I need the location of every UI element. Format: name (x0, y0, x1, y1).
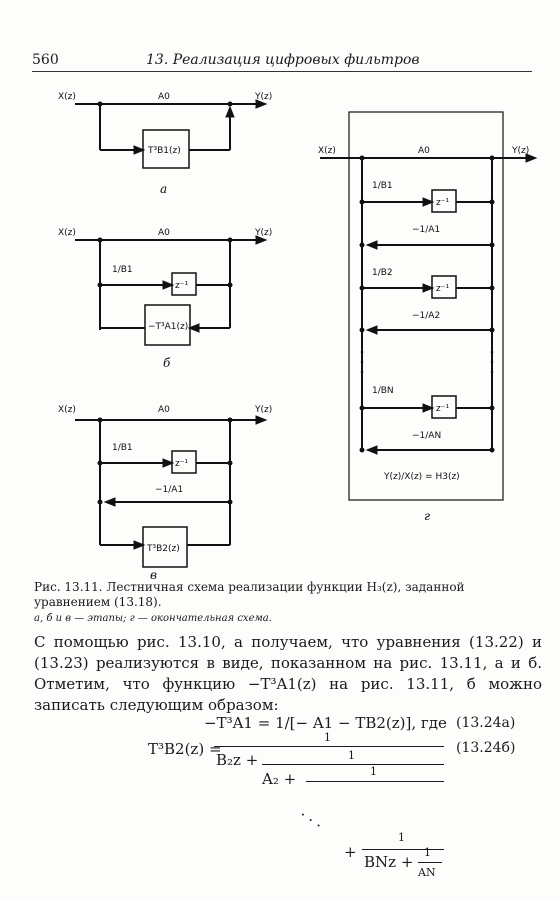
panel-a-input: X(z) (58, 92, 76, 102)
panel-b-input: X(z) (58, 228, 76, 238)
panel-v-delay: z⁻¹ (175, 459, 188, 469)
panel-a-box-label: T³B1(z) (147, 146, 181, 156)
panel-g-gain1: 1/B1 (372, 181, 393, 191)
page-number: 560 (32, 52, 59, 68)
panel-a-tb1-box (142, 129, 190, 169)
page-header: 560 13. Реализация цифровых фильтров (32, 50, 532, 72)
cf-bar-5 (418, 862, 442, 863)
cf-num-4: 1 (398, 831, 405, 844)
panel-v-gain2: −1/A1 (155, 485, 183, 495)
panel-g-delay1: z⁻¹ (436, 198, 449, 208)
ladder-figure: X(z) A0 Y(z) T³B1(z) а X(z) A0 Y(z) 1/B1… (58, 92, 538, 580)
caption-main: Рис. 13.11. Лестничная схема реализации … (34, 580, 465, 609)
panel-b-a0: A0 (158, 228, 170, 238)
panel-g-input: X(z) (318, 146, 336, 156)
cf-bar-2 (262, 764, 444, 765)
panel-b-gain: 1/B1 (112, 265, 133, 275)
panel-b-output: Y(z) (254, 228, 272, 238)
panel-g-delay2: z⁻¹ (436, 284, 449, 294)
panel-g-transfer: Y(z)/X(z) = H3(z) (383, 472, 460, 482)
cf-num-2: 1 (348, 749, 355, 762)
cf-num-5: 1 (424, 846, 431, 859)
panel-g-a0: A0 (418, 146, 430, 156)
panel-a-label: а (160, 182, 167, 196)
cf-bar-1 (214, 746, 444, 747)
equation-13-24a: −T³A1 = 1/[− A1 − TB2(z)], где (204, 714, 447, 732)
cf-last-plus: + (344, 843, 357, 861)
panel-b-box-label: −T³A1(z) (148, 322, 188, 332)
cf-an: AN (418, 866, 436, 879)
panel-g-delayN: z⁻¹ (436, 404, 449, 414)
panel-v-input: X(z) (58, 405, 76, 415)
equation-13-24a-number: (13.24а) (456, 715, 516, 731)
cf-bar-3 (306, 781, 444, 782)
cf-term-1: B₂z + (216, 751, 259, 769)
panel-g-gain2: 1/B2 (372, 268, 393, 278)
panel-v-a0: A0 (158, 405, 170, 415)
equation-13-24b-lhs: T³B2(z) = (148, 740, 222, 758)
panel-b-label: б (163, 356, 171, 370)
equation-13-24b-number: (13.24б) (456, 740, 516, 756)
caption-legend: а, б и в — этапы; г — окончательная схем… (34, 613, 272, 624)
panel-b-delay: z⁻¹ (175, 281, 188, 291)
panel-v-label: в (150, 568, 157, 580)
figure-caption: Рис. 13.11. Лестничная схема реализации … (34, 580, 538, 626)
panel-g-gain1b: −1/A1 (412, 225, 440, 235)
panel-g-output: Y(z) (511, 146, 529, 156)
panel-a-output: Y(z) (254, 92, 272, 102)
panel-a-a0: A0 (158, 92, 170, 102)
panel-g-gain2b: −1/A2 (412, 311, 440, 321)
cf-num-1: 1 (324, 731, 331, 744)
panel-g-label: г (424, 509, 430, 523)
panel-v-box-label: T³B2(z) (146, 544, 180, 554)
cf-bar-4 (362, 849, 444, 850)
panel-v-gain1: 1/B1 (112, 443, 133, 453)
panel-v-output: Y(z) (254, 405, 272, 415)
panel-g-gainN: 1/BN (372, 386, 394, 396)
cf-ellipsis: · · · (295, 806, 326, 835)
running-head: 13. Реализация цифровых фильтров (146, 52, 420, 68)
panel-g-gainNb: −1/AN (412, 431, 441, 441)
cf-term-2: A₂ + (262, 770, 297, 788)
body-paragraph: С помощью рис. 13.10, а получаем, что ур… (34, 633, 542, 714)
cf-term-n: BNz + (364, 853, 414, 871)
cf-num-3: 1 (370, 765, 377, 778)
